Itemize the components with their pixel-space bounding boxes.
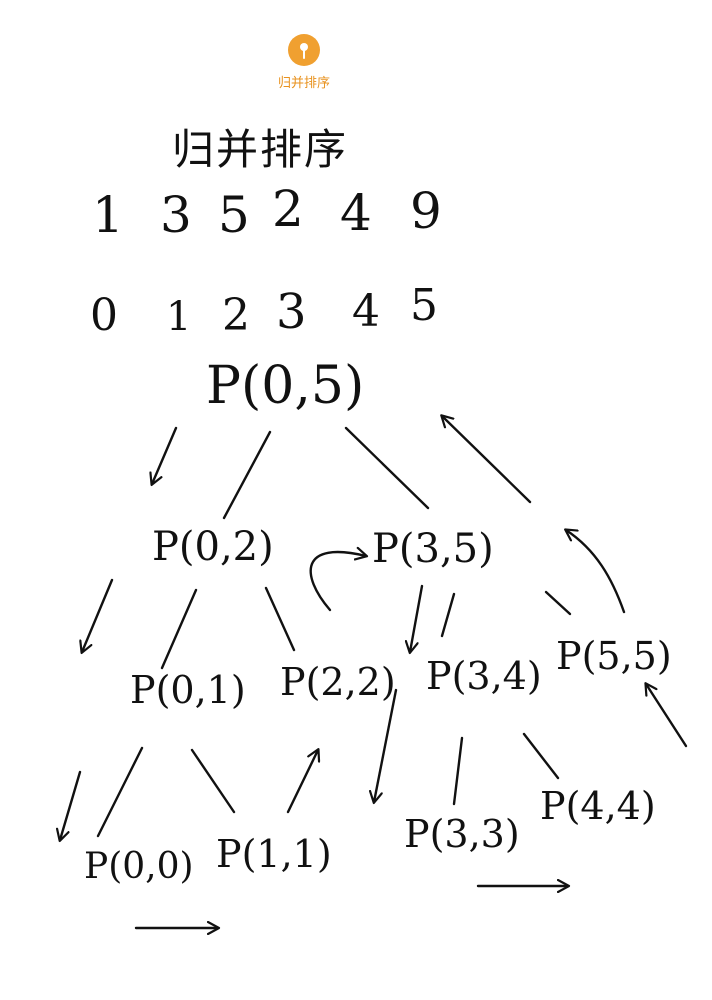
arrow-merge-up [646,684,688,748]
array-value: 1 [92,186,124,244]
arrow-curve [309,552,366,612]
arrow-recurse [82,578,114,652]
edge-left-ll [160,588,198,670]
array-value: 5 [218,186,250,244]
array-value: 3 [160,186,192,244]
array-value: 2 [272,180,304,238]
array-value: 9 [410,182,442,240]
node-lr: P(2,2) [280,660,396,704]
array-index: 4 [352,286,380,337]
node-llr: P(1,1) [216,832,332,876]
node-rlr: P(4,4) [540,784,656,828]
node-left: P(0,2) [152,524,274,570]
pin-icon [300,43,308,59]
node-rr: P(5,5) [556,634,672,678]
arrow-recurse [410,584,424,652]
node-rll: P(3,3) [404,812,520,856]
edge-ll-lll [96,746,144,838]
array-index: 1 [166,294,192,340]
node-right: P(3,5) [372,526,494,572]
edge-root-left [222,430,272,520]
edge-left-lr [264,586,296,652]
pin-badge [288,34,320,66]
arrow-recurse [152,426,178,484]
arrow-recurse [60,770,82,840]
array-index: 3 [276,284,307,340]
sketch-title: 归并排序 [172,125,349,174]
edge-right-rl [440,592,456,638]
array-value: 4 [340,184,372,242]
node-ll: P(0,1) [130,668,246,712]
arrow-merge-up [442,416,532,504]
array-index: 0 [90,290,118,341]
node-lll: P(0,0) [84,846,194,887]
badge-label: 归并排序 [277,76,330,91]
array-index: 2 [222,290,250,341]
edge-ll-llr [190,748,236,814]
arrow-merge-up [286,750,318,814]
edge-root-right [344,426,430,510]
edge-rl-rll [452,736,464,806]
array-index: 5 [410,280,438,331]
arrow-merge-up [566,530,626,614]
arrow-recurse [374,688,398,802]
node-root: P(0,5) [206,356,365,416]
edge-rl-rlr [522,732,560,780]
edge-right-rr [544,590,572,616]
node-rl: P(3,4) [426,654,542,698]
